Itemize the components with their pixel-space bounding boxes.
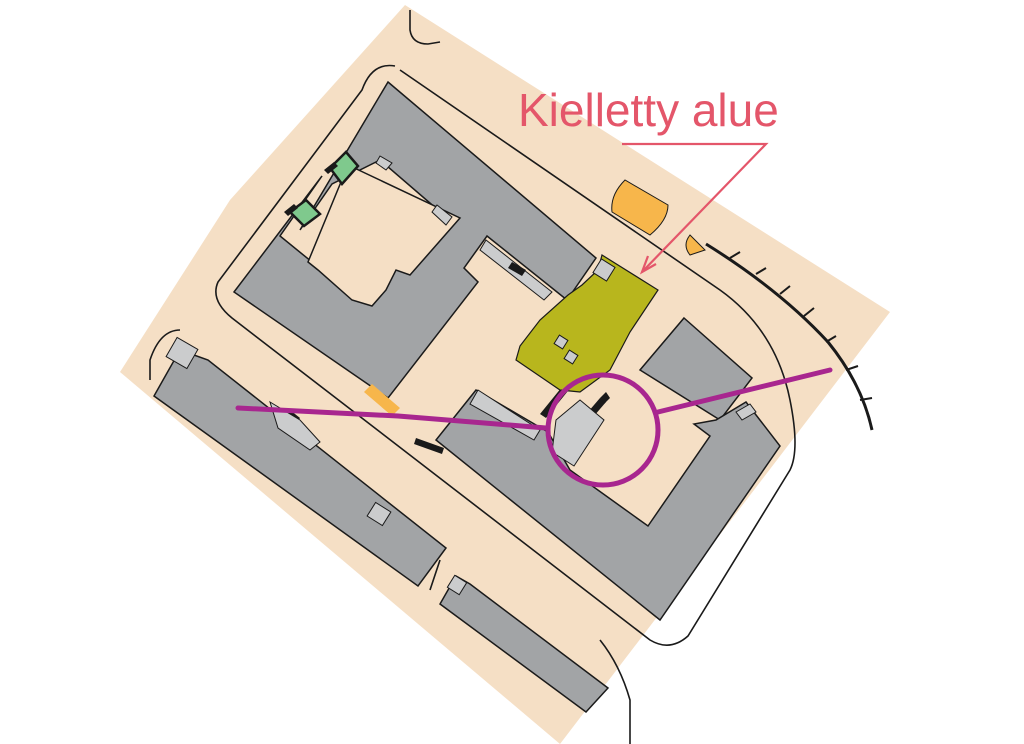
- forbidden-area-marker: [553, 334, 569, 350]
- southeast-kerb-line: [599, 639, 631, 744]
- cliff-tick: [779, 285, 791, 295]
- building-southwest-light-3: [269, 400, 321, 451]
- building-southwest-light: [165, 336, 199, 370]
- control-circle: [545, 372, 661, 488]
- building-central: [434, 389, 781, 622]
- course-overprint: [235, 367, 833, 488]
- wall-segment: [508, 262, 526, 276]
- cliff-tick: [859, 397, 873, 401]
- wall-segment: [284, 204, 298, 216]
- yellow-open-area: [611, 179, 669, 236]
- lower-kerb-line: [149, 329, 181, 380]
- yellow-entrance-marker: [364, 384, 400, 416]
- arrow-shaft: [622, 142, 769, 273]
- green-vegetation-1: [328, 150, 360, 186]
- wall-segment: [600, 392, 610, 404]
- annotation-arrow: [622, 142, 769, 275]
- outer-kerb-line: [215, 64, 796, 646]
- cliff-ticks: [729, 251, 873, 401]
- cliff-tick: [803, 307, 815, 317]
- corner-kerb-line: [409, 10, 441, 45]
- building-part-light-2: [375, 155, 393, 171]
- building-central-light-3: [735, 403, 757, 421]
- building-south: [439, 574, 610, 714]
- courtyard-north: [307, 163, 462, 307]
- forbidden-area: [515, 254, 659, 393]
- cliff-tick: [845, 365, 859, 371]
- cliff-tick: [729, 251, 741, 259]
- building-southwest: [153, 349, 448, 588]
- annotation-label: Kielletty alue: [518, 84, 779, 136]
- cliff-tick: [755, 267, 767, 275]
- wall-segment: [324, 162, 338, 174]
- bottom-kerb-line: [429, 559, 441, 591]
- course-line: [235, 405, 549, 431]
- green-vegetation-2: [288, 198, 322, 228]
- forbidden-area-marker: [563, 349, 579, 365]
- building-south-light: [446, 574, 468, 596]
- yellow-open-area-small: [685, 234, 706, 256]
- building-southwest-light-2: [366, 501, 392, 527]
- course-line-east: [655, 367, 833, 415]
- kerb-lines: [149, 10, 796, 744]
- forbidden-area-marker: [592, 258, 616, 282]
- cliff-tick: [825, 335, 837, 343]
- building-part-light: [431, 204, 453, 226]
- wall-segment: [414, 438, 444, 454]
- arrow-head: [639, 255, 657, 275]
